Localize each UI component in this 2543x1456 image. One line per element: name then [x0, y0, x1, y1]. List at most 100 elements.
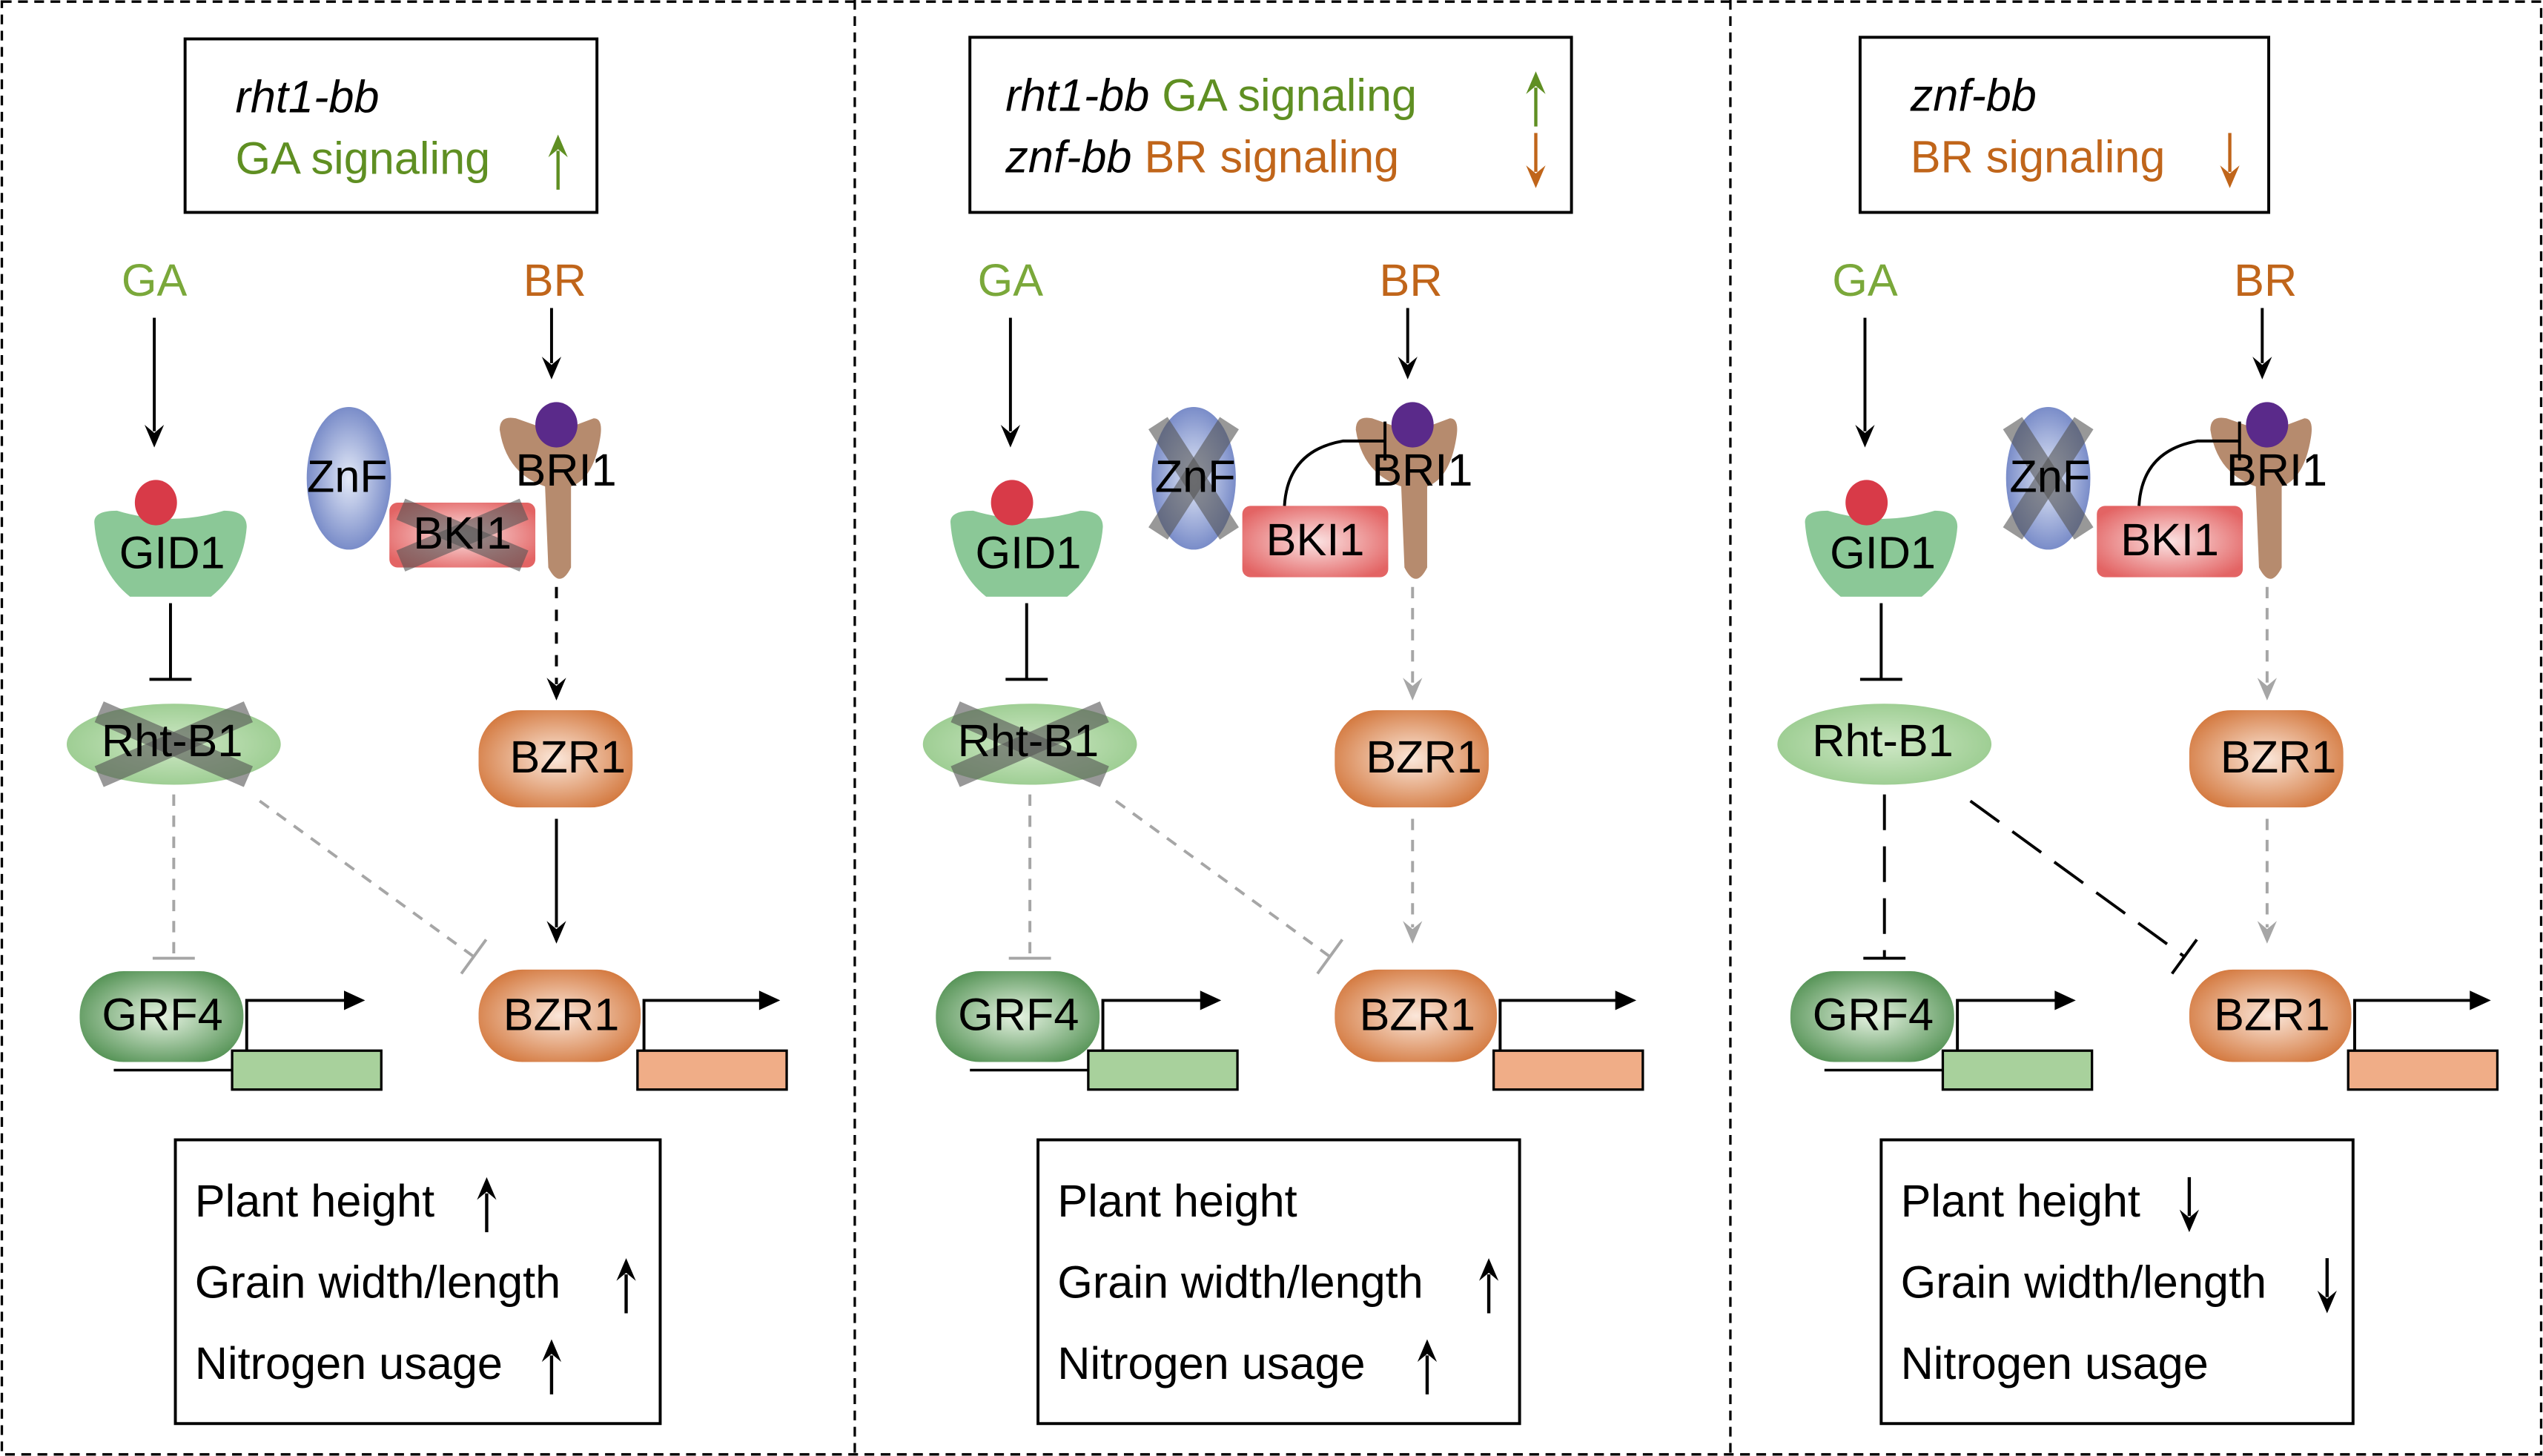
- gid1-label: GID1: [119, 527, 225, 578]
- bzr1-target-label: BZR1: [1360, 990, 1476, 1040]
- title-text: znf-bb: [1005, 132, 1131, 182]
- ga-to-gid1-arrow-head: [1855, 425, 1875, 448]
- rht-b1-label: Rht-B1: [102, 715, 243, 766]
- phenotype-item: Grain width/length: [1901, 1257, 2266, 1308]
- ga-label: GA: [978, 255, 1044, 305]
- gid1-label: GID1: [975, 527, 1081, 578]
- br-label: BR: [2234, 255, 2297, 305]
- phenotype-item: Nitrogen usage: [1901, 1338, 2209, 1389]
- ga-label: GA: [1832, 255, 1898, 305]
- grf4-promoter-arrow-head: [343, 990, 366, 1010]
- ga-label: GA: [122, 255, 188, 305]
- phenotype-arrow-up-icon-head: [1478, 1258, 1499, 1281]
- bri1-receptor: [2210, 417, 2312, 579]
- grf4-protein: [936, 971, 1100, 1062]
- phenotype-item: Plant height: [1901, 1176, 2140, 1226]
- grf4-label: GRF4: [958, 990, 1079, 1040]
- bzr1-protein: [1335, 709, 1489, 808]
- bri1-to-bzr1-arrow-head: [1403, 678, 1423, 701]
- bzr1-to-target-arrow-head: [2257, 921, 2277, 944]
- title-box-frame: [968, 36, 1573, 214]
- bzr1-target-label: BZR1: [503, 990, 620, 1040]
- br-label: BR: [1380, 255, 1443, 305]
- phenotype-item: Nitrogen usage: [1057, 1338, 1365, 1389]
- grf4-promoter-arrow: [1956, 999, 2058, 1054]
- bzr1-protein: [2189, 709, 2344, 808]
- bki1-knockout-cross: [396, 498, 529, 572]
- title-arrow-down-icon-head: [2220, 165, 2240, 188]
- bzr1-protein: [478, 709, 633, 808]
- title-text: znf-bb: [1910, 70, 2037, 121]
- title-arrow-up-icon-head: [1526, 71, 1546, 94]
- grf4-promoter-arrow: [245, 999, 348, 1054]
- bri1-to-bzr1-arrow-head: [546, 678, 566, 701]
- grf4-promoter-arrow: [1101, 999, 1204, 1054]
- phenotype-arrow-up-icon-head: [541, 1339, 562, 1363]
- title-box-frame: [183, 37, 599, 214]
- znf-knockout-cross: [1148, 417, 1239, 540]
- title-line: rht1-bb GA signaling: [1005, 70, 1417, 121]
- phenotype-box-frame: [1879, 1138, 2355, 1426]
- bzr1-target-protein: [2189, 969, 2352, 1062]
- bzr1-label: BZR1: [2220, 732, 2337, 782]
- bzr1-label: BZR1: [510, 732, 626, 782]
- br-ligand-dot: [535, 402, 578, 448]
- rht-b1-inhibits-bzr1: [1969, 799, 2186, 958]
- bzr1-target-protein: [1335, 969, 1498, 1062]
- rht-b1-knockout-cross: [94, 701, 254, 787]
- phenotype-arrow-down-icon-head: [2317, 1290, 2337, 1314]
- grf4-label: GRF4: [1813, 990, 1934, 1040]
- bzr1-to-target-arrow-head: [1403, 921, 1423, 944]
- grf4-promoter-arrow-head: [2054, 990, 2076, 1010]
- rht-b1-inhibits-bzr1-bar: [2171, 939, 2198, 975]
- title-text: GA signaling: [235, 133, 490, 184]
- br-to-bri1-arrow-head: [541, 357, 562, 380]
- ga-ligand-dot: [134, 480, 177, 526]
- bzr1-promoter-arrow-head: [1615, 990, 1637, 1010]
- rht-b1-label: Rht-B1: [958, 715, 1099, 766]
- bki1-protein: [1242, 506, 1389, 578]
- br-ligand-dot: [2246, 402, 2289, 448]
- br-ligand-dot: [1391, 402, 1434, 448]
- bki1-protein: [2097, 506, 2243, 578]
- phenotype-item: Grain width/length: [195, 1257, 560, 1308]
- title-line: GA signaling: [235, 133, 490, 184]
- grf4-label: GRF4: [102, 990, 222, 1040]
- phenotype-item: Plant height: [1057, 1176, 1297, 1226]
- znf-label: ZnF: [307, 451, 388, 502]
- grf4-gene-box: [1941, 1049, 2094, 1091]
- phenotype-arrow-up-icon-head: [477, 1177, 497, 1200]
- br-label: BR: [523, 255, 586, 305]
- bri1-to-bzr1-arrow-head: [2257, 678, 2277, 701]
- rht-b1-inhibits-bzr1: [259, 799, 475, 958]
- bzr1-promoter-arrow: [642, 999, 763, 1054]
- rht-b1-inhibits-bzr1: [1114, 799, 1331, 958]
- gid1-receptor: [94, 510, 247, 597]
- rht-b1-label: Rht-B1: [1812, 715, 1954, 766]
- title-box-frame: [1858, 36, 2271, 214]
- znf-knockout-cross: [2003, 417, 2094, 540]
- grf4-gene-box: [1087, 1049, 1239, 1091]
- bri1-label: BRI1: [1372, 445, 1472, 495]
- bzr1-promoter-arrow: [2353, 999, 2473, 1054]
- phenotype-arrow-down-icon-head: [2179, 1209, 2200, 1233]
- bzr1-promoter-arrow-head: [758, 990, 781, 1010]
- grf4-protein: [79, 971, 244, 1062]
- bzr1-target-label: BZR1: [2214, 990, 2330, 1040]
- phenotype-item: Plant height: [195, 1176, 434, 1226]
- title-arrow-up-icon-head: [548, 134, 568, 158]
- title-text: rht1-bb: [235, 72, 379, 122]
- title-arrow-down-icon-head: [1526, 165, 1546, 188]
- bki1-label: BKI1: [1266, 514, 1365, 565]
- title-text: rht1-bb: [1005, 70, 1149, 121]
- bzr1-to-target-arrow-head: [546, 921, 566, 944]
- bri1-receptor: [499, 417, 601, 579]
